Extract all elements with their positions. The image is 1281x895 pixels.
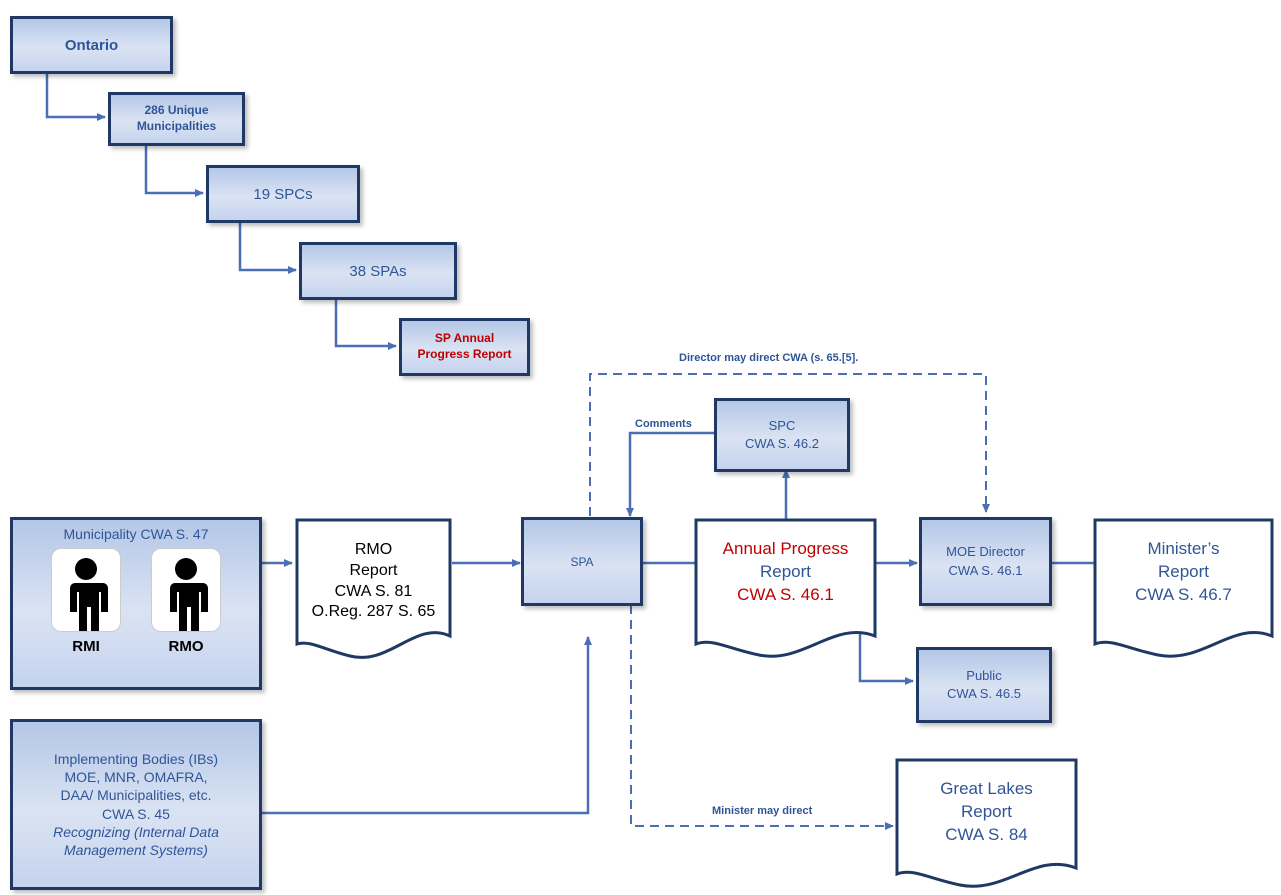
great-lakes-report-document: Great Lakes Report CWA S. 84 (895, 758, 1078, 892)
rmi-label: RMI (72, 638, 100, 655)
spa-box: SPA (521, 517, 643, 606)
spcs-to-spas-arrow (238, 223, 297, 274)
spcs-label: 19 SPCs (253, 185, 313, 203)
ib-to-spa-arrow (262, 636, 592, 815)
comments-arrow (626, 431, 714, 517)
public-line2: CWA S. 46.5 (947, 686, 1021, 701)
ministers-report-line1: Minister’s (1147, 539, 1220, 558)
municipalities-label-line2: Municipalities (136, 119, 217, 133)
spc-label-line1: SPC (768, 418, 796, 434)
annual-progress-report-document: Annual Progress Report CWA S. 46.1 (694, 518, 877, 662)
sp-report-label-line2: Progress Report (417, 347, 512, 361)
comments-label: Comments (635, 418, 692, 430)
great-lakes-line1: Great Lakes (940, 779, 1033, 798)
public-line1: Public (966, 667, 1002, 683)
ontario-label: Ontario (64, 36, 119, 54)
ib-line5: Recognizing (Internal Data (53, 823, 219, 840)
sp-report-label-line1: SP Annual (434, 331, 495, 346)
person-icons-row: RMI RMO (51, 548, 221, 655)
rmi-group: RMI (51, 548, 121, 655)
ib-line2: MOE, MNR, OMAFRA, (64, 769, 208, 786)
moe-director-line1: MOE Director (946, 544, 1025, 560)
ministers-report-line3: CWA S. 46.7 (1135, 584, 1232, 604)
spcs-box: 19 SPCs (206, 165, 360, 223)
spc-box: SPC CWA S. 46.2 (714, 398, 850, 472)
implementing-bodies-box: Implementing Bodies (IBs) MOE, MNR, OMAF… (10, 719, 262, 890)
ontario-to-municipalities-arrow (45, 74, 106, 121)
ministers-report-line2: Report (1157, 561, 1210, 581)
ib-line4: CWA S. 45 (102, 805, 170, 822)
minister-may-direct-label: Minister may direct (712, 805, 813, 817)
municipality-box: Municipality CWA S. 47 RMI (10, 517, 262, 690)
moe-director-box: MOE Director CWA S. 46.1 (919, 517, 1052, 606)
municipalities-box: 286 Unique Municipalities (108, 92, 245, 146)
municipalities-to-spcs-arrow (144, 146, 204, 197)
spa-label: SPA (570, 554, 594, 569)
rmo-person-icon (151, 548, 221, 632)
annual-report-line2: Report (759, 561, 812, 581)
spas-to-report-arrow (334, 300, 397, 350)
sp-annual-progress-report-box: SP Annual Progress Report (399, 318, 530, 376)
municipality-title: Municipality CWA S. 47 (63, 526, 209, 542)
rmo-label: RMO (168, 638, 204, 655)
rmo-report-line2: Report (349, 561, 398, 579)
director-may-direct-dashed-arrow (589, 373, 990, 516)
director-may-direct-label: Director may direct CWA (s. 65.[5]. (679, 352, 859, 364)
rmo-group: RMO (151, 548, 221, 655)
rmo-report-line1: RMO (354, 541, 393, 558)
ib-line6: Management Systems) (64, 841, 208, 858)
spas-box: 38 SPAs (299, 242, 457, 300)
spas-label: 38 SPAs (349, 262, 407, 280)
minister-may-direct-dashed-arrow (630, 605, 894, 830)
annual-to-public-arrow (858, 622, 914, 685)
spc-label-line2: CWA S. 46.2 (745, 436, 819, 451)
annual-report-line1: Annual Progress (722, 539, 849, 558)
annual-report-line3: CWA S. 46.1 (737, 584, 834, 604)
rmo-report-document: RMO Report CWA S. 81 O.Reg. 287 S. 65 (295, 518, 452, 663)
great-lakes-line2: Report (960, 801, 1012, 821)
municipalities-label-line1: 286 Unique (144, 103, 209, 118)
rmo-report-line3: CWA S. 81 (334, 582, 413, 600)
public-box: Public CWA S. 46.5 (916, 647, 1052, 723)
moe-director-line2: CWA S. 46.1 (948, 562, 1023, 578)
ministers-report-document: Minister’s Report CWA S. 46.7 (1093, 518, 1274, 662)
ib-line1: Implementing Bodies (IBs) (53, 750, 219, 767)
ontario-box: Ontario (10, 16, 173, 74)
ib-line3: DAA/ Municipalities, etc. (60, 787, 212, 804)
rmo-report-line4: O.Reg. 287 S. 65 (311, 603, 436, 621)
great-lakes-line3: CWA S. 84 (945, 824, 1028, 844)
rmi-person-icon (51, 548, 121, 632)
